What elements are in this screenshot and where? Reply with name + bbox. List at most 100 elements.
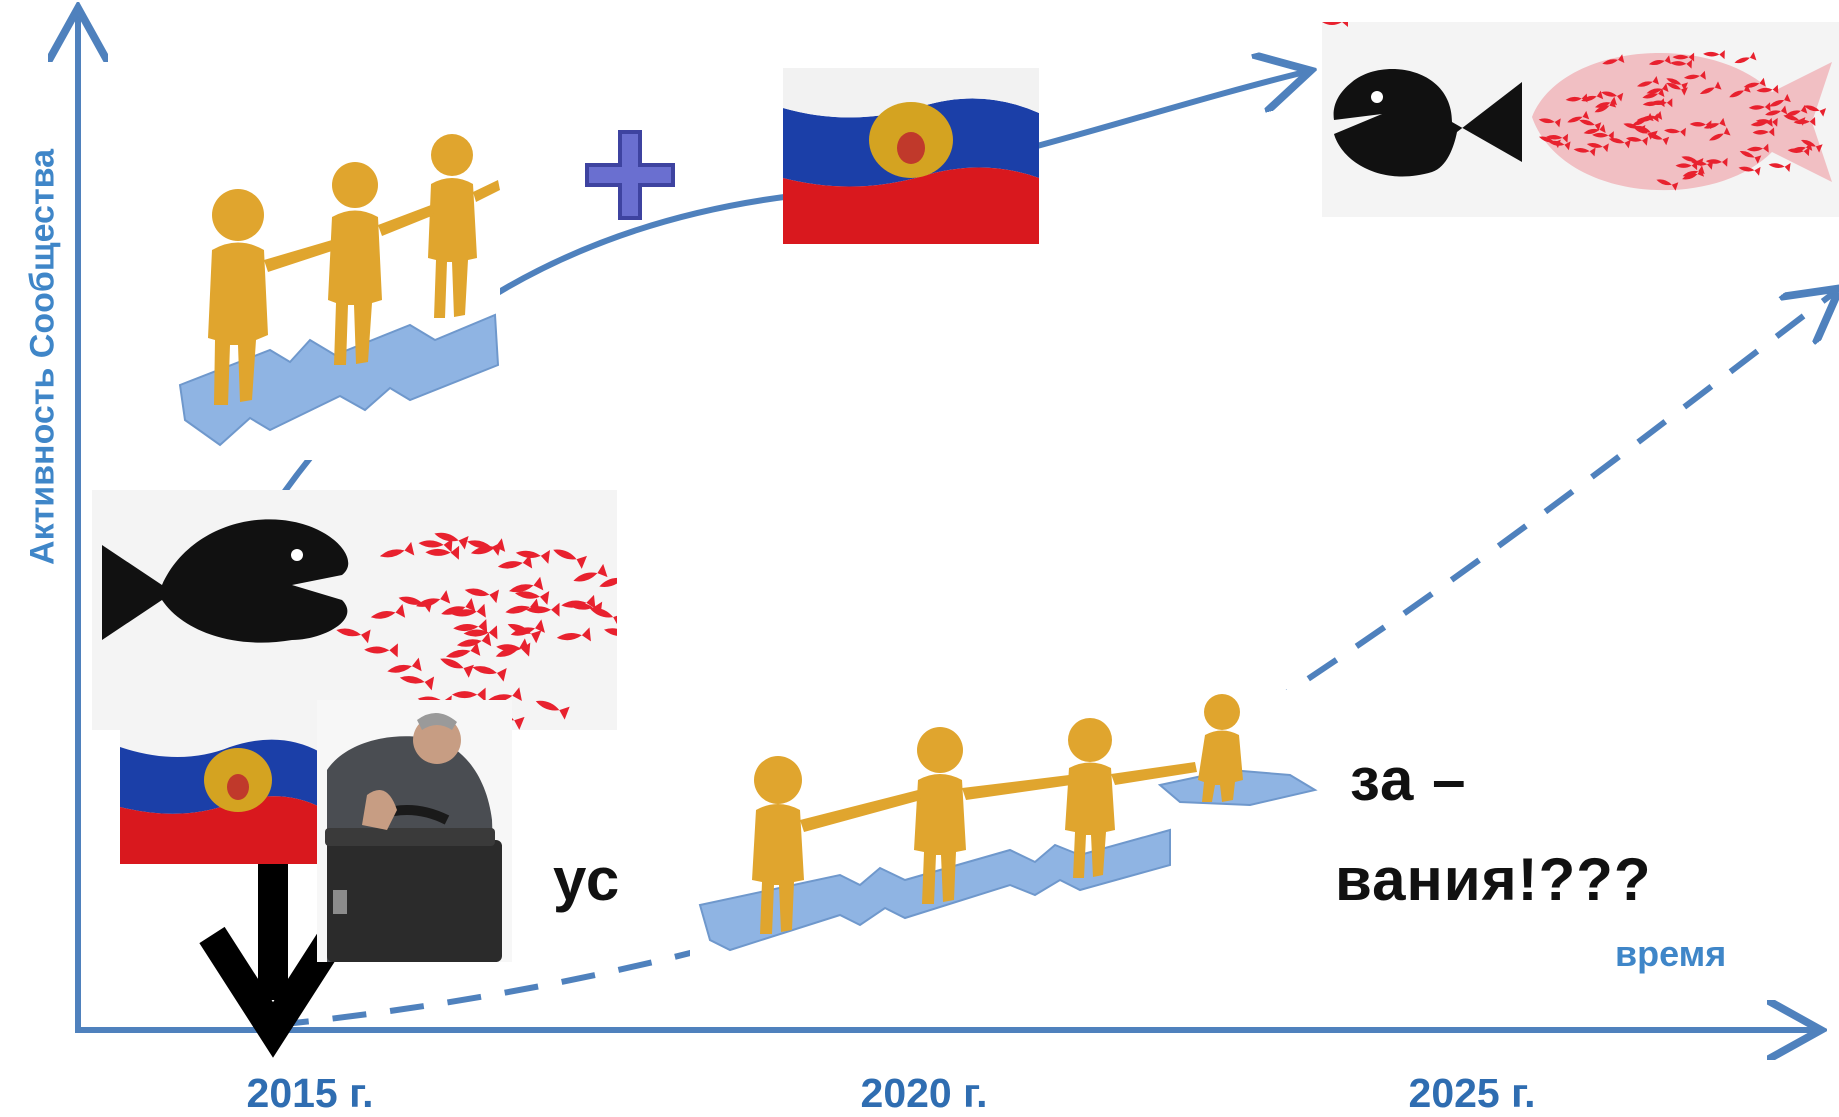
red-fish-icon [1739,150,1762,164]
red-fish-icon [1656,179,1679,191]
russian-flag-icon [120,712,320,864]
red-fish-icon [425,545,460,560]
red-fish-icon [370,604,406,619]
red-fish-icon [1804,105,1827,117]
red-fish-icon [1626,136,1649,146]
tick-label-2020: 2020 г. [860,1070,988,1116]
red-fish-icon [1567,110,1590,123]
red-fish-icon [399,676,435,691]
red-fish-icon [1642,98,1665,108]
russian-flag-top [783,68,1039,244]
red-fish-icon [1705,157,1728,167]
red-fish-icon [441,598,476,615]
red-fish-icon [525,602,560,617]
red-fish-icon [1755,117,1778,127]
red-fish-icon [1602,54,1625,65]
red-fish-icon [1681,156,1704,167]
red-fish-icon [452,687,486,702]
red-fish-icon [364,643,398,658]
red-fish-icon [451,603,486,618]
red-fish-icon [1682,168,1705,180]
red-fish-icon [1636,113,1659,123]
red-fish-icon [1601,91,1624,102]
red-fish-icon [456,632,492,647]
red-fish-icon [568,601,603,616]
red-fish-icon [1592,131,1614,141]
big-fish-vs-red-fish-school-icon [92,490,617,730]
red-fish-icon [1579,119,1602,131]
red-fish-icon [1608,138,1631,149]
red-fish-icon [497,554,533,569]
red-fish-icon [1765,105,1788,116]
red-fish-icon [589,607,617,627]
red-fish-icon [1664,127,1686,137]
red-fish-icon [464,588,500,604]
russian-flag-icon [783,68,1039,244]
red-fish-icon [573,563,608,582]
red-fish-icon [387,657,422,673]
red-fish-icon [1769,93,1791,107]
red-fish-icon [1648,55,1671,66]
red-fish-icon [446,642,481,658]
red-fish-icon [453,619,488,634]
red-fish-icon [1586,142,1609,153]
red-fish-icon [1675,161,1698,171]
red-fish-icon [1783,114,1806,126]
red-fish-icon [1683,70,1706,80]
red-fish-icon [599,568,617,587]
red-fish-icon [1703,50,1725,60]
red-fish-icon [1691,160,1714,170]
red-fish-icon [1623,123,1646,134]
red-fish-icon [1583,124,1606,134]
red-fish-icon [509,576,544,593]
small-fish-swarm-vs-big-fish-icon [1322,22,1839,217]
red-fish-icon [463,625,498,640]
y-axis-label: Активность Сообщества [23,149,62,565]
red-fish-icon [418,538,453,553]
red-fish-icon [467,540,502,556]
red-fish-icon [398,596,433,613]
red-fish-icon [487,687,522,702]
red-fish-icon [1738,166,1761,176]
red-fish-icon [1633,126,1655,140]
red-fish-icon [1637,76,1660,87]
red-fish-icon [553,549,587,569]
red-fish-icon [380,541,415,558]
red-fish-icon [1768,163,1791,172]
red-fish-icon [434,532,469,550]
tick-label-2025: 2025 г. [1408,1070,1536,1116]
red-fish-icon [1752,127,1775,137]
red-fish-icon [1734,51,1757,64]
x-axis-label: время [1615,933,1727,974]
red-fish-icon [535,700,570,720]
red-fish-icon [1647,133,1670,146]
red-fish-icon [1672,52,1695,62]
red-fish-icon [1699,81,1722,95]
red-fish-icon [1646,83,1669,94]
red-fish-icon [1746,143,1769,153]
people-on-puzzle-bottom [690,690,1320,980]
red-fish-icon [1548,140,1571,151]
red-fish-icon [556,627,591,642]
red-fish-icon [1595,96,1617,108]
red-fish-icon [604,628,617,644]
red-fish-icon [1594,99,1617,113]
red-fish-icon [1729,84,1751,98]
red-fish-icon [1743,77,1766,88]
red-fish-icon [1666,82,1688,96]
red-fish-icon [1801,139,1823,153]
red-fish-icon [495,638,530,657]
red-fish-icon [505,598,540,614]
caption-line2-right-fragment: вания!??? [1335,846,1652,913]
businessman-with-briefcase-icon [317,700,512,962]
red-fish-icon [1636,125,1658,139]
red-fish-icon [1546,133,1569,143]
people-on-puzzle-icon [690,690,1320,980]
red-fish-icon [1565,93,1588,103]
red-fish-icon [1790,142,1813,153]
red-fish-icon [1538,118,1561,128]
people-on-puzzle-icon [160,100,500,460]
red-fish-icon [416,590,451,607]
red-fish-icon [1756,84,1779,94]
